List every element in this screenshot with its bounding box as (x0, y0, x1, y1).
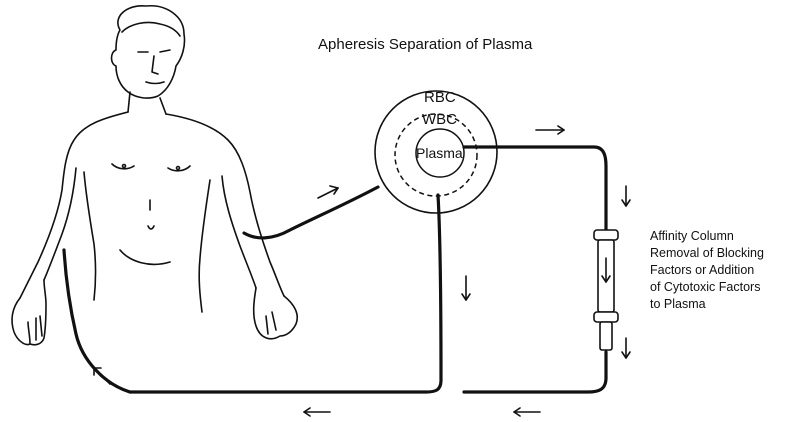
arrow-down-below-column (622, 338, 630, 358)
column-label-line: Removal of Blocking (650, 245, 795, 262)
column-label-line: Factors or Addition (650, 262, 795, 279)
cell-return-tube (130, 195, 441, 392)
tubing (64, 147, 606, 392)
plasma-label: Plasma (416, 145, 463, 161)
arrow-to-separator (318, 186, 338, 198)
human-figure (12, 6, 297, 345)
inflow-tube (244, 187, 378, 238)
wbc-label: WBC (422, 111, 457, 128)
flow-arrows (94, 126, 630, 416)
column-return-tube (464, 352, 606, 392)
column-label-line: of Cytotoxic Factors (650, 279, 795, 296)
affinity-column (594, 230, 618, 350)
affinity-column-label: Affinity Column Removal of Blocking Fact… (650, 228, 795, 313)
arrow-left-bottom-right (514, 408, 540, 416)
column-label-line: Affinity Column (650, 228, 795, 245)
arrow-left-bottom-mid (304, 408, 330, 416)
arrow-plasma-right (536, 126, 564, 134)
rbc-label: RBC (424, 89, 456, 106)
column-label-line: to Plasma (650, 296, 795, 313)
arrow-into-body (94, 368, 110, 384)
arrow-down-cell-return (462, 276, 470, 300)
arrow-down-to-column (622, 186, 630, 206)
